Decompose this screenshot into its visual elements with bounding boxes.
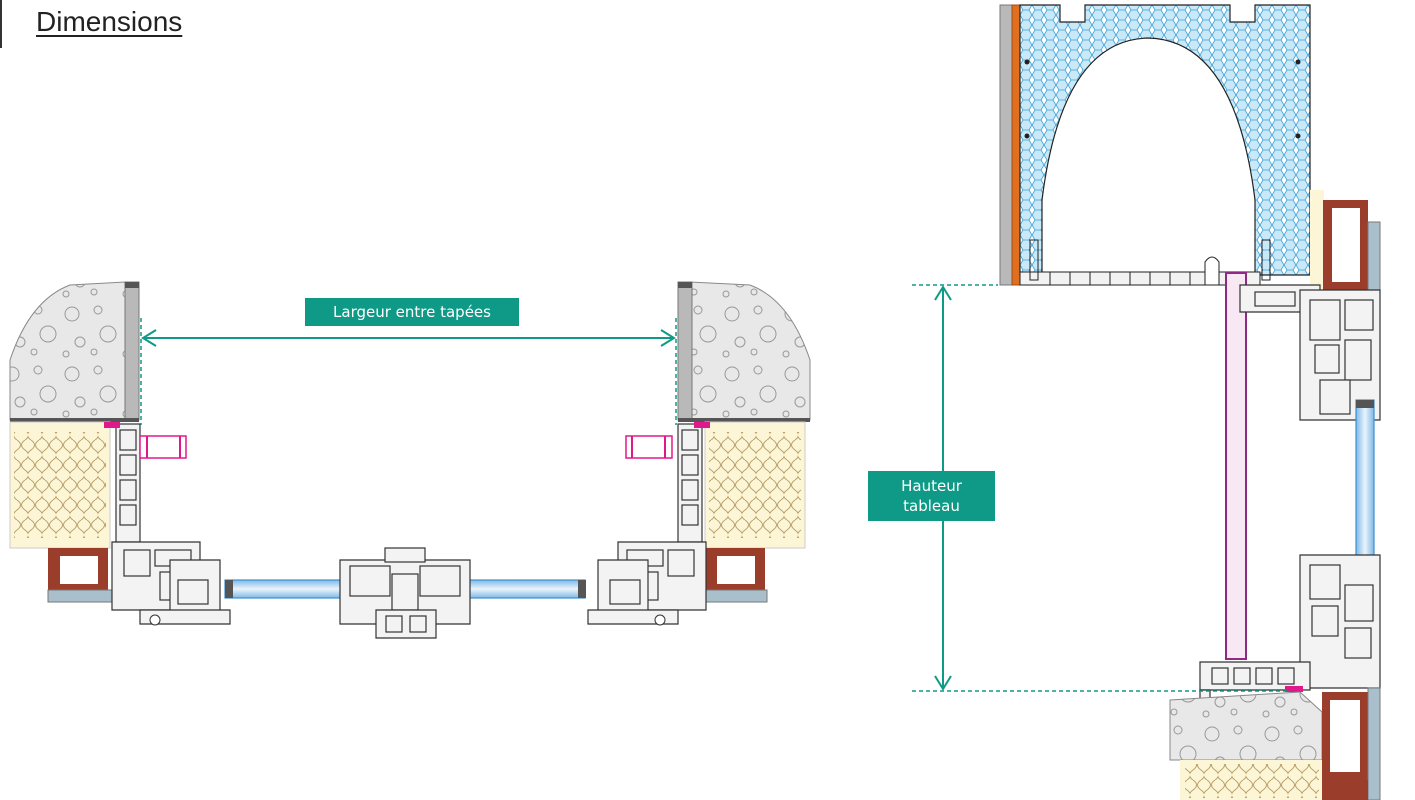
lower-frame-profile <box>1199 554 1381 707</box>
width-dimension <box>140 318 677 425</box>
left-concrete <box>9 281 126 421</box>
sill-section <box>1169 687 1381 800</box>
right-frame-profile <box>587 423 707 625</box>
shutter-slat <box>1225 272 1247 660</box>
height-dimension-label: Hauteur tableau <box>868 471 995 521</box>
left-tape-seal <box>139 435 187 459</box>
left-render-strip <box>124 281 140 421</box>
height-label-line1: Hauteur <box>901 477 962 495</box>
upper-frame-profile <box>1239 284 1381 421</box>
page-title: Dimensions <box>36 6 183 37</box>
right-jamb-section <box>587 281 811 626</box>
right-tape-seal <box>625 435 673 459</box>
height-label-line2: tableau <box>903 497 960 515</box>
width-dimension-label: Largeur entre tapées <box>305 298 519 326</box>
right-concrete <box>689 281 811 421</box>
left-jamb-section <box>9 281 231 626</box>
left-frame-profile <box>111 423 231 625</box>
title-marker <box>0 0 2 48</box>
height-dimension <box>912 284 1290 692</box>
right-lintel <box>705 548 765 590</box>
right-glass-pane <box>454 579 586 599</box>
left-lintel <box>48 548 108 590</box>
shutter-box <box>999 4 1311 286</box>
right-wall-top <box>1310 190 1381 291</box>
left-glass-pane <box>224 579 356 599</box>
sill-concrete <box>1169 691 1323 761</box>
right-render-strip <box>677 281 693 421</box>
center-mullion-profile <box>339 547 471 639</box>
vertical-glass-pane <box>1355 399 1375 581</box>
